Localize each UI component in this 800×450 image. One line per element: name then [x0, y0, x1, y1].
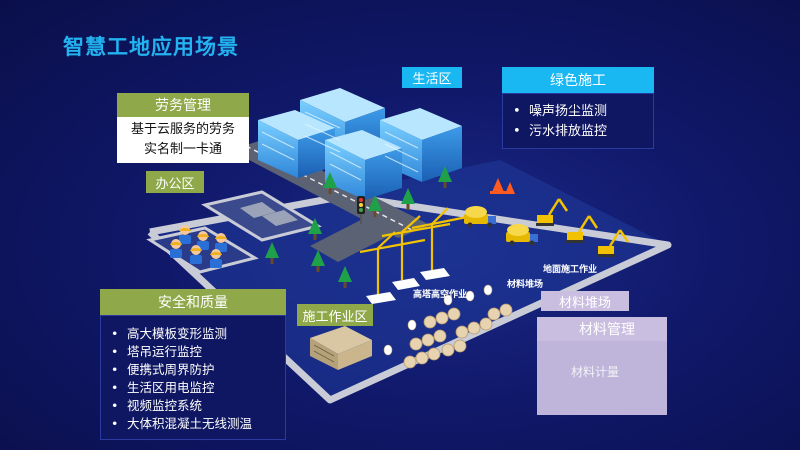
material-stack-small-label: 材料堆场: [507, 280, 544, 290]
crane-bases: [366, 268, 450, 304]
site-office-hut: [310, 326, 372, 370]
labor-line: 实名制一卡通: [143, 142, 222, 157]
safety-item: 视频监控系统: [111, 397, 285, 415]
safety-item: 高大模板变形监测: [111, 325, 285, 343]
dormitory-buildings: [258, 88, 462, 200]
green-item: 噪声扬尘监测: [513, 102, 653, 122]
living-area-label: 生活区: [402, 67, 462, 88]
office-area-label: 办公区: [146, 171, 204, 193]
office-worker-group: [170, 225, 227, 268]
green-list: 噪声扬尘监测 污水排放监控: [513, 102, 653, 142]
material-piles: [383, 284, 513, 369]
labor-line: 基于云服务的劳务: [130, 122, 235, 137]
green-item: 污水排放监控: [513, 122, 653, 142]
labor-panel-body: 基于云服务的劳务 实名制一卡通: [117, 117, 249, 163]
green-panel-body: 噪声扬尘监测 污水排放监控: [502, 93, 654, 149]
ground-work-label: 地面施工作业: [543, 265, 598, 275]
safety-item: 大体积混凝土无线测温: [111, 415, 285, 433]
safety-item: 生活区用电监控: [111, 379, 285, 397]
labor-panel-header: 劳务管理: [117, 93, 249, 117]
safety-panel-body: 高大模板变形监测 塔吊运行监控 便携式周界防护 生活区用电监控 视频监控系统 大…: [100, 315, 286, 440]
high-work-label: 高塔高空作业: [413, 290, 468, 300]
safety-list: 高大模板变形监测 塔吊运行监控 便携式周界防护 生活区用电监控 视频监控系统 大…: [111, 325, 285, 433]
material-yard-label: 材料堆场: [541, 291, 629, 311]
trees: [265, 166, 452, 288]
mixer-trucks: [464, 206, 538, 246]
tower-cranes: [359, 207, 473, 295]
traffic-cones: [490, 178, 515, 194]
work-area-label: 施工作业区: [297, 304, 373, 326]
road-branch: [310, 205, 420, 262]
excavators: [536, 198, 630, 257]
material-panel-body: 材料计量: [537, 341, 667, 415]
traffic-light-icon: [357, 196, 365, 224]
green-panel-header: 绿色施工: [502, 67, 654, 93]
safety-item: 塔吊运行监控: [111, 343, 285, 361]
office-pavilions: [240, 202, 298, 226]
material-panel-header: 材料管理: [537, 317, 667, 341]
material-metering-text: 材料计量: [571, 365, 620, 379]
safety-item: 便携式周界防护: [111, 361, 285, 379]
safety-panel-header: 安全和质量: [100, 289, 286, 315]
page-title: 智慧工地应用场景: [63, 35, 239, 59]
